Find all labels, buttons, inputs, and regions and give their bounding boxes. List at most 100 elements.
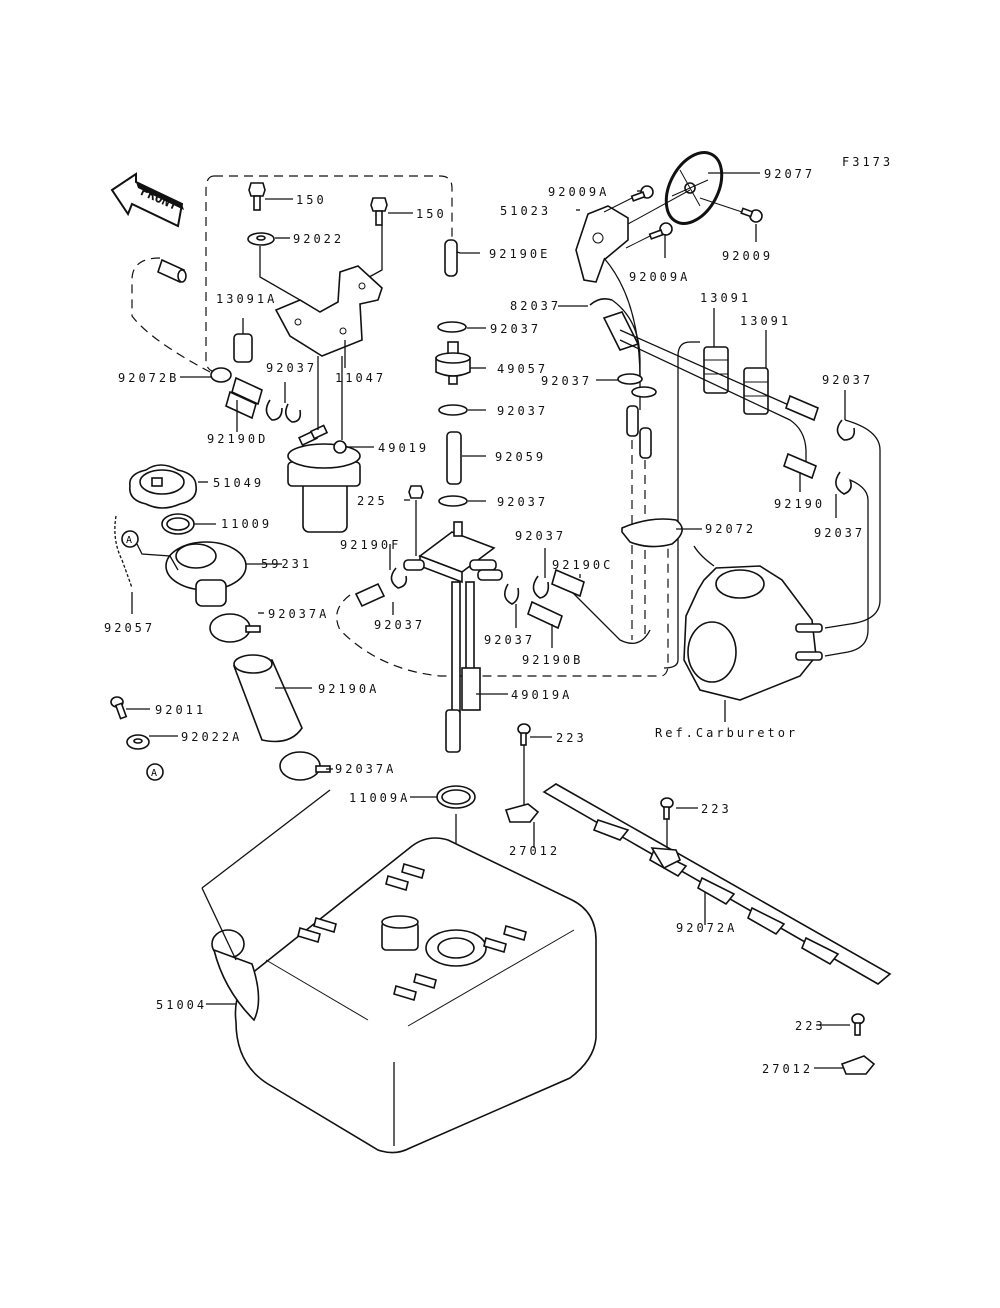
fuel-valve-icon [403, 485, 503, 584]
clip-icon [589, 298, 657, 398]
hose-line [663, 341, 691, 669]
circle-ref-a: A [121, 530, 179, 571]
label-92057: 92057 [104, 621, 155, 635]
label-150: 150 [296, 193, 327, 207]
label-92037: 92037 [515, 529, 566, 543]
dashed-line [131, 257, 211, 373]
screw-92009-icon [740, 207, 763, 223]
fuel-filter-49019-icon [287, 356, 361, 533]
screw-92009A-icon [603, 185, 654, 213]
label-49019A: 49019A [511, 688, 572, 702]
label-11047: 11047 [335, 371, 386, 385]
dashed-line [214, 175, 453, 240]
bracket-11047-icon [274, 265, 383, 357]
washer-92022-icon [247, 232, 301, 320]
label-223: 223 [556, 731, 587, 745]
label-92077: 92077 [764, 167, 815, 181]
bolt-92011-icon [110, 696, 128, 720]
label-223: 223 [795, 1019, 826, 1033]
hose-92190B-icon [527, 600, 563, 630]
hose-92190A-icon [232, 654, 303, 743]
label-92037: 92037 [541, 374, 592, 388]
clip-icon [438, 495, 468, 507]
pipe-icon [626, 405, 652, 459]
clamp-13081A-icon [233, 318, 253, 363]
clip-icon [835, 419, 856, 495]
label-92190B: 92190B [522, 653, 583, 667]
label-92190: 92190 [774, 497, 825, 511]
label-223: 223 [701, 802, 732, 816]
part-labels: 150 150 92022 92190E 13091A 11047 92072B… [104, 167, 873, 1076]
fuel-cap-51049-icon [129, 464, 197, 509]
pipe-92059-icon [446, 431, 462, 485]
clamp-92037A-icon [209, 613, 261, 643]
label-27012: 27012 [762, 1062, 813, 1076]
hose-line [824, 477, 869, 657]
label-11009: 11009 [221, 517, 272, 531]
hose-92190F-icon [354, 582, 386, 608]
stay-27012-icon [840, 1055, 876, 1075]
fuel-tank-51004-icon [201, 789, 597, 1154]
label-92059: 92059 [495, 450, 546, 464]
label-92190C: 92190C [552, 558, 613, 572]
pipe-icon [157, 258, 187, 284]
clip-icon [265, 399, 302, 423]
label-92037: 92037 [497, 404, 548, 418]
clip-icon [390, 567, 550, 605]
label-92190E: 92190E [489, 247, 550, 261]
gasket-92077-icon [627, 151, 749, 225]
pipe-92190E-icon [444, 239, 458, 277]
label-51049: 51049 [213, 476, 264, 490]
svg-text:A: A [126, 535, 132, 546]
label-92037A: 92037A [268, 607, 329, 621]
screw-223-icon [660, 797, 674, 848]
label-92037: 92037 [374, 618, 425, 632]
label-13081A: 13091A [216, 292, 277, 306]
band-92072B-icon [210, 367, 232, 383]
label-225: 225 [357, 494, 388, 508]
clip-icon [438, 404, 468, 416]
label-ref-carburetor: Ref.Carburetor [655, 726, 798, 740]
label-92037: 92037 [814, 526, 865, 540]
label-11009A: 11009A [349, 791, 410, 805]
dashed-line [205, 175, 219, 373]
filter-49057-icon [435, 341, 471, 385]
label-92037: 92037 [822, 373, 873, 387]
label-92022: 92022 [293, 232, 344, 246]
hose-line [824, 419, 881, 629]
svg-text:A: A [151, 768, 157, 779]
label-92022A: 92022A [181, 730, 242, 744]
label-92037: 92037 [484, 633, 535, 647]
label-49019: 49019 [378, 441, 429, 455]
leader-lines [126, 172, 850, 1069]
label-92072A: 92072A [676, 921, 737, 935]
filler-neck-59231-icon [165, 541, 247, 607]
label-82037: 82037 [510, 299, 561, 313]
clip-icon [437, 321, 467, 333]
front-arrow-icon: FRONT [110, 172, 184, 228]
gasket-11009A-icon [436, 785, 476, 935]
label-49057: 49057 [497, 362, 548, 376]
label-92072: 92072 [705, 522, 756, 536]
washer-92022A-icon [126, 734, 150, 750]
pickup-49019A-icon [445, 581, 481, 753]
label-92190F: 92190F [340, 538, 401, 552]
label-92011: 92011 [155, 703, 206, 717]
hose-line [559, 579, 651, 644]
label-92037A: 92037A [335, 762, 396, 776]
carburetor-icon [683, 545, 823, 722]
dashed-line [336, 530, 669, 677]
band-92072A-icon [542, 783, 892, 985]
label-92009A: 92009A [548, 185, 609, 199]
label-13091: 13091 [740, 314, 791, 328]
label-59231: 59231 [261, 557, 312, 571]
label-92072B: 92072B [118, 371, 179, 385]
valve-51023-icon [575, 205, 641, 381]
label-13091: 13091 [700, 291, 751, 305]
hose-92190-icon [783, 394, 819, 480]
chain-92057-icon [114, 515, 133, 614]
label-51023: 51023 [500, 204, 551, 218]
clamp-92037A-icon [279, 751, 331, 781]
tank-rib-icon [297, 862, 527, 1002]
